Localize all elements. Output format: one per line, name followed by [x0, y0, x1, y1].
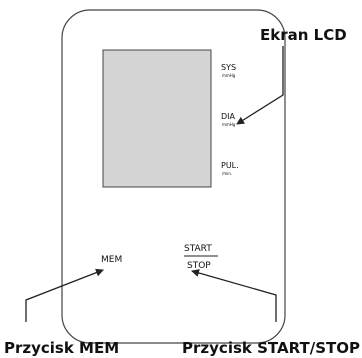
pul-unit: /min. [222, 171, 232, 176]
pul-label: PUL. [221, 161, 239, 170]
start-stop-callout-arrow [191, 269, 277, 322]
mem-callout-arrow [25, 268, 104, 322]
sys-label: SYS [221, 63, 236, 72]
stop-label[interactable]: STOP [187, 261, 211, 271]
lcd-callout: Ekran LCD [260, 26, 347, 44]
lcd-screen [102, 49, 212, 188]
start-label[interactable]: START [184, 244, 212, 254]
dia-label: DIA [221, 112, 236, 121]
lcd-callout-arrow [236, 46, 284, 125]
sys-unit: mmHg [222, 73, 236, 78]
mem-callout: Przycisk MEM [4, 339, 119, 357]
start-stop-callout: Przycisk START/STOP [182, 339, 360, 357]
mem-button[interactable]: MEM [101, 255, 122, 265]
dia-unit: mmHg [222, 122, 236, 127]
